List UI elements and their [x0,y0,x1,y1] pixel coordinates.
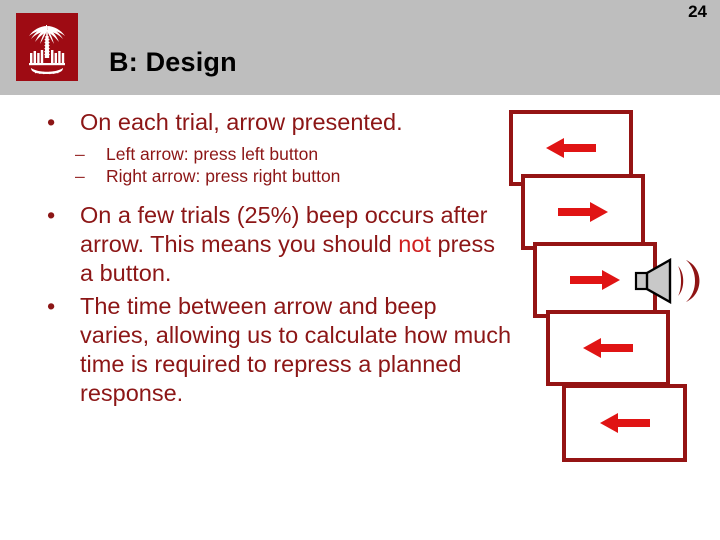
sub-bullet-marker: – [75,166,85,186]
arrow-left-icon [583,338,633,358]
sub-bullet-group: – Left arrow: press left button – Right … [42,143,512,187]
sub-bullet-text: Right arrow: press right button [106,166,341,186]
bullet-level1-2: • On a few trials (25%) beep occurs afte… [42,201,512,288]
arrow-left-icon [599,413,650,433]
trial-screen-3 [533,242,657,318]
bullet-text: On each trial, arrow presented. [80,109,403,135]
arrow-right-icon [570,270,620,290]
trial-screen-1 [509,110,633,186]
trial-screen-5 [562,384,687,462]
emphasis-not: not [398,231,431,257]
arrow-right-icon [558,202,608,222]
bullet-level1-3: • The time between arrow and beep varies… [42,292,512,408]
bullet-text-before: On a few trials (25%) beep occurs after … [80,202,488,257]
bullet-level2-2: – Right arrow: press right button [42,165,512,187]
bullet-level2-1: – Left arrow: press left button [42,143,512,165]
bullet-text-after: press a button. [80,231,495,286]
bullet-marker: • [47,109,56,135]
page-title: B: Design [109,47,237,77]
trial-screen-4 [546,310,670,386]
palmetto-tree-icon [16,13,78,81]
speaker-icon [634,258,700,304]
bullet-text: The time between arrow and beep varies, … [80,293,512,406]
arrow-left-icon [546,138,596,158]
trial-screen-2 [521,174,645,250]
slide-number: 24 [688,2,707,21]
bullet-marker: • [47,293,56,319]
university-logo [16,13,78,81]
header-band: B: Design [0,0,720,95]
bullet-list: • On each trial, arrow presented. – Left… [42,108,512,410]
sub-bullet-text: Left arrow: press left button [106,144,319,164]
bullet-marker: • [47,202,56,228]
bullet-level1-1: • On each trial, arrow presented. [42,108,512,137]
sub-bullet-marker: – [75,144,85,164]
